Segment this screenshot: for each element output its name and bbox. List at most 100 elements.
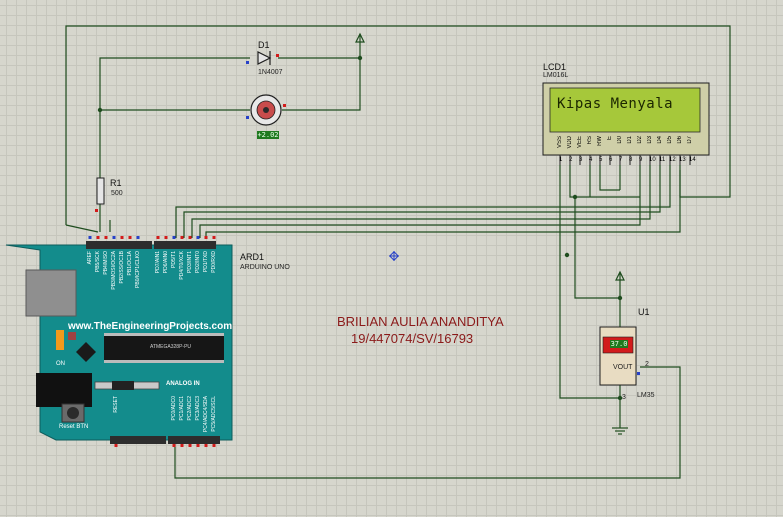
lcd-pin-label: D3 [647, 136, 653, 144]
arduino-top-pin [120, 236, 124, 239]
lcd-pin-number: 14 [689, 157, 696, 163]
arduino-top-pin-label: PB4/MISO [103, 251, 109, 275]
arduino-top-pin-label: PD7/AIN1 [155, 251, 161, 274]
lcd-pin-label: D5 [667, 136, 673, 144]
arduino-top-pin-label: PB2/SS/OC1B [119, 251, 125, 284]
arduino-top-pin [212, 236, 216, 239]
lcd-pin-number: 4 [589, 157, 593, 163]
lcd-pin-number: 9 [639, 157, 643, 163]
power-terminal-top [355, 32, 365, 43]
lcd-pin-label: E [607, 136, 613, 141]
arduino-bottom-pin-label: PC0/ADC0 [171, 396, 177, 421]
arduino-top-pin-label: PB0/ICP1/CLKO [135, 251, 141, 288]
diode-d1[interactable] [246, 51, 279, 65]
arduino-bottom-pin [196, 444, 200, 447]
arduino-top-pin-label: PD1/TXD [203, 251, 209, 273]
arduino-bottom-pin-label: PC2/ADC2 [187, 396, 193, 421]
lcd-part-label: LM016L [543, 72, 569, 79]
arduino-top-pin [164, 236, 168, 239]
resistor-ref-label: R1 [110, 178, 122, 188]
arduino-top-pin [172, 236, 176, 239]
arduino-top-pin [180, 236, 184, 239]
resistor-r1[interactable] [95, 177, 105, 212]
diode-part-label: 1N4007 [258, 69, 283, 76]
arduino-bottom-pin-label: RESET [113, 396, 119, 413]
arduino-reset-label: Reset BTN [59, 424, 89, 430]
arduino-top-pin [88, 236, 92, 239]
power-terminal-sensor [615, 270, 625, 281]
lcd-display-text: Kipas Menyala [557, 96, 674, 112]
arduino-top-pin-label: AREF [87, 251, 93, 265]
arduino-top-pin [112, 236, 116, 239]
arduino-top-pin-label: PD5/T1 [171, 251, 177, 268]
arduino-analog-label: ANALOG IN [166, 381, 200, 387]
lcd-pin-label: D1 [627, 136, 633, 144]
arduino-board[interactable] [5, 236, 233, 447]
arduino-website: www.TheEngineeringProjects.com [68, 321, 233, 332]
lcd-pin-number: 10 [649, 157, 656, 163]
lm35-sensor[interactable] [599, 326, 640, 386]
junction-dots [97, 55, 623, 401]
marker-cross [389, 251, 399, 261]
motor-reading: +2.02 [257, 131, 279, 139]
lcd-pin-label: D4 [657, 136, 663, 144]
arduino-part-label: ARDUINO UNO [240, 264, 290, 271]
lcd-pin-label: RW [597, 136, 603, 146]
arduino-top-pin-label: PB5/SCK [95, 251, 101, 273]
arduino-top-pin [204, 236, 208, 239]
arduino-top-pin-label: PD2/INT0 [195, 251, 201, 273]
arduino-bottom-pin [114, 444, 118, 447]
lcd-pin-number: 1 [559, 157, 563, 163]
sensor-part-label: LM35 [637, 392, 655, 399]
lcd-pin-number: 6 [609, 157, 613, 163]
arduino-top-pin-label: PD6/AIN0 [163, 251, 169, 274]
author-name: BRILIAN AULIA ANANDITYA [337, 314, 504, 329]
resistor-value-label: 500 [111, 190, 123, 197]
lcd-pin-label: VSS [557, 136, 563, 149]
lcd-pin-label: D2 [637, 136, 643, 144]
arduino-bottom-pin [188, 444, 192, 447]
arduino-top-pin [188, 236, 192, 239]
arduino-top-pin [128, 236, 132, 239]
lcd-pin-label: D7 [687, 136, 693, 144]
arduino-bottom-pin [180, 444, 184, 447]
sensor-pin3-label: 3 [622, 394, 626, 401]
lcd-ref-label: LCD1 [543, 62, 567, 72]
arduino-top-pin-label: PD0/RXD [211, 251, 217, 273]
arduino-top-pin [156, 236, 160, 239]
arduino-bottom-pin-label: PC5/ADC5/SCL [211, 396, 217, 432]
lcd-pin-number: 2 [569, 157, 573, 163]
arduino-top-pin-label: PB3/MOSI/OC2A [111, 251, 117, 290]
lcd-pin-number: 11 [659, 157, 666, 163]
arduino-bottom-pin-label: PC4/ADC4/SDA [203, 396, 209, 433]
motor[interactable] [246, 94, 286, 126]
arduino-top-pin [96, 236, 100, 239]
arduino-top-pin [104, 236, 108, 239]
ground-symbol [612, 427, 628, 435]
arduino-bottom-pin-label: PC3/ADC3 [195, 396, 201, 421]
lcd-pin-number: 5 [599, 157, 603, 163]
lcd-pin-number: 3 [579, 157, 583, 163]
arduino-top-pin-label: PD3/INT1 [187, 251, 193, 273]
lcd-pin-label: D0 [617, 136, 623, 144]
author-id: 19/447074/SV/16793 [351, 331, 474, 346]
lcd-pin-label: VDD [567, 136, 573, 149]
arduino-bottom-pin-label: PC1/ADC1 [179, 396, 185, 421]
arduino-bottom-pin [212, 444, 216, 447]
sensor-pin2-label: 2 [645, 361, 649, 368]
sensor-reading: 37.0 [610, 340, 628, 348]
lcd-pin-number: 8 [629, 157, 633, 163]
lcd-pin-label: RS [587, 136, 593, 145]
lcd-pin-number: 12 [669, 157, 676, 163]
arduino-bottom-pin [172, 444, 176, 447]
diode-ref-label: D1 [258, 40, 270, 50]
lcd-pin-number: 13 [679, 157, 686, 163]
arduino-top-pin [196, 236, 200, 239]
arduino-chip-label: ATMEGA328P-PU [150, 344, 192, 350]
arduino-top-pin-label: PB1/OC1A [127, 251, 133, 276]
lcd-pin-label: VEE [577, 136, 583, 149]
arduino-top-pin [136, 236, 140, 239]
arduino-bottom-pin [204, 444, 208, 447]
lcd-module[interactable] [542, 82, 710, 165]
